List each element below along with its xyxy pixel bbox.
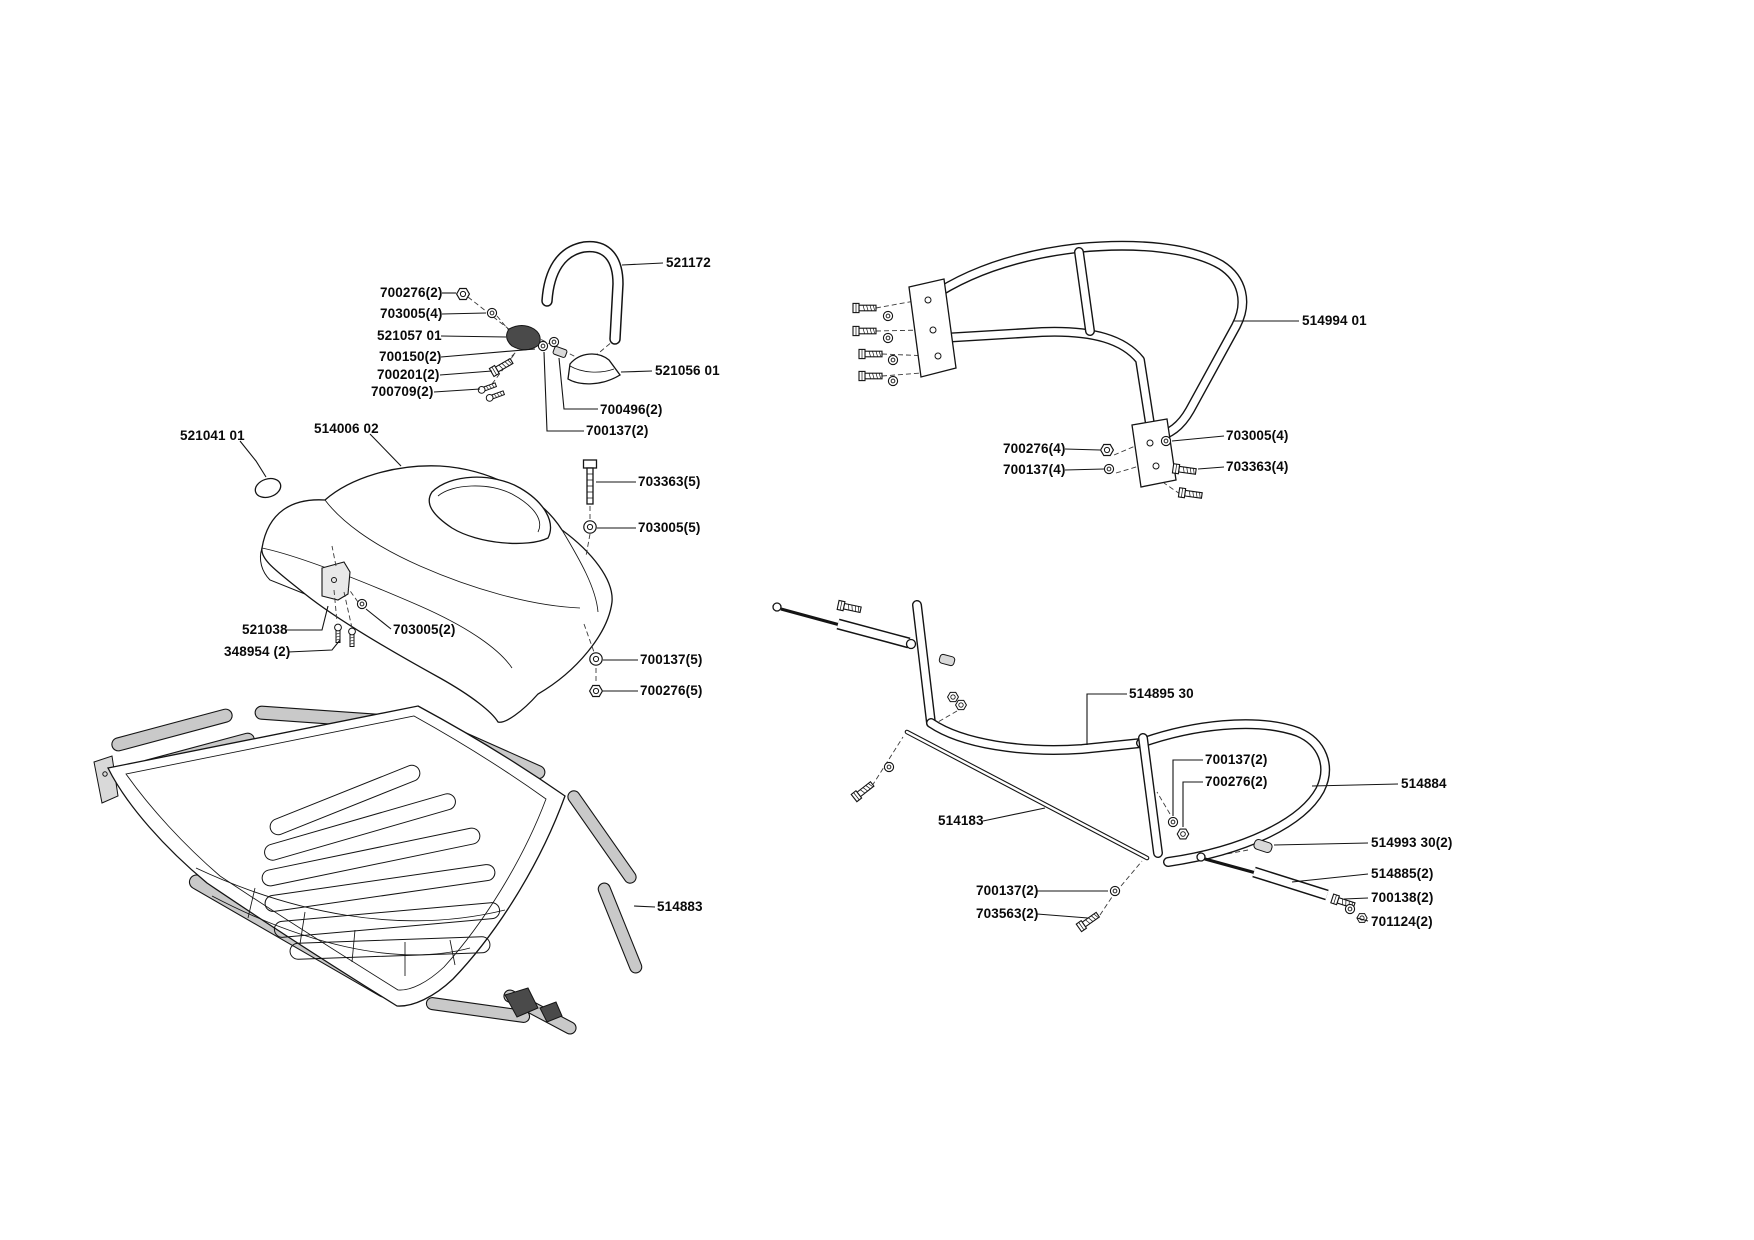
washer-part (883, 761, 895, 773)
leader-line-514993-30-2 (1273, 842, 1369, 846)
washer-part (882, 332, 894, 344)
washer-part (548, 336, 560, 348)
washer-part (887, 375, 899, 387)
washer-part (1103, 463, 1115, 475)
leader-line-521057-01 (440, 335, 507, 338)
nut-part (1176, 828, 1190, 840)
leader-line-521038 (286, 605, 329, 631)
screw-part (476, 381, 498, 395)
frame-assembly (772, 599, 1368, 933)
washer-part (1167, 816, 1179, 828)
leader-line-521172 (621, 262, 664, 266)
frame-loop (1136, 719, 1330, 867)
washer-part (1109, 885, 1121, 897)
leader-line-700709-2 (433, 388, 481, 393)
mount-plate (908, 278, 957, 378)
leader-line-514883 (633, 905, 656, 908)
leader-line-703363-4 (1197, 466, 1225, 470)
washer-part (887, 354, 899, 366)
bolt-part (488, 356, 515, 378)
nut-part (955, 699, 967, 711)
bolt-part (850, 779, 876, 803)
washer-part (537, 340, 549, 352)
nut-part (456, 287, 470, 301)
rollbar-assembly (852, 240, 1248, 501)
bolt-part (836, 599, 863, 615)
gas-strut-part (1196, 852, 1329, 901)
leader-line-700496-2 (558, 357, 598, 410)
washer-part (882, 310, 894, 322)
leader-line-700138-2 (1343, 897, 1369, 900)
hood-assembly (254, 459, 613, 723)
bolt-part (582, 459, 598, 505)
deck-assembly (93, 705, 643, 1035)
leader-line-700137-4 (1064, 468, 1105, 471)
screw-part (348, 627, 356, 647)
leader-line-514885-2 (1291, 873, 1369, 883)
hood-handle-cutout (428, 476, 552, 545)
leader-line-700150-2 (440, 348, 536, 358)
bolt-part (852, 302, 877, 314)
pin-part (552, 346, 568, 358)
leader-line-700137-2-b (1172, 759, 1203, 816)
screw-part (484, 389, 506, 403)
leader-line-700201-2 (439, 370, 493, 376)
leader-line-514884 (1311, 783, 1399, 787)
cap-part (254, 477, 282, 499)
handle-assembly (456, 240, 624, 403)
leader-line-703005-4-b (1171, 435, 1225, 442)
bushing-part (938, 653, 956, 667)
leader-line-514895-30 (1086, 693, 1127, 745)
washer-part (583, 520, 597, 534)
nut-part (1099, 443, 1115, 457)
leader-line-514006-02 (369, 433, 402, 467)
leader-line-514183 (982, 807, 1046, 822)
bolt-part (1171, 463, 1198, 477)
washer-part (1344, 903, 1356, 915)
bolt-part (858, 348, 883, 360)
leader-line-521041-01 (239, 440, 267, 478)
cap-part (1253, 839, 1273, 853)
nut-part (947, 691, 959, 703)
bolt-part (1075, 910, 1101, 933)
latch-part (539, 1001, 563, 1023)
nut-part (588, 684, 604, 698)
bolt-part (852, 325, 877, 337)
washer-part (1160, 435, 1172, 447)
washer-part (589, 652, 603, 666)
washer-part (486, 307, 498, 319)
leader-line-703563-2 (1036, 913, 1089, 919)
screw-part (334, 623, 342, 643)
leader-lines (239, 262, 1399, 922)
leader-line-700276-2-b (1182, 781, 1203, 827)
leader-line-700137-2-a (543, 351, 584, 432)
leader-line-700276-4 (1064, 448, 1101, 451)
gas-strut-part (772, 602, 917, 650)
bolt-part (858, 370, 883, 382)
deck-ribs (261, 764, 501, 960)
bolt-part (1177, 487, 1204, 501)
leader-line-521056-01 (620, 370, 653, 373)
leader-line-701124-2 (1356, 917, 1369, 922)
leader-line-703005-2 (365, 608, 392, 630)
fin-part (567, 353, 621, 385)
leader-line-348954-2 (287, 639, 341, 653)
washer-part (356, 598, 368, 610)
clamp-part (506, 325, 541, 351)
latch-part (504, 987, 539, 1018)
leader-line-703005-4-a (441, 312, 487, 315)
